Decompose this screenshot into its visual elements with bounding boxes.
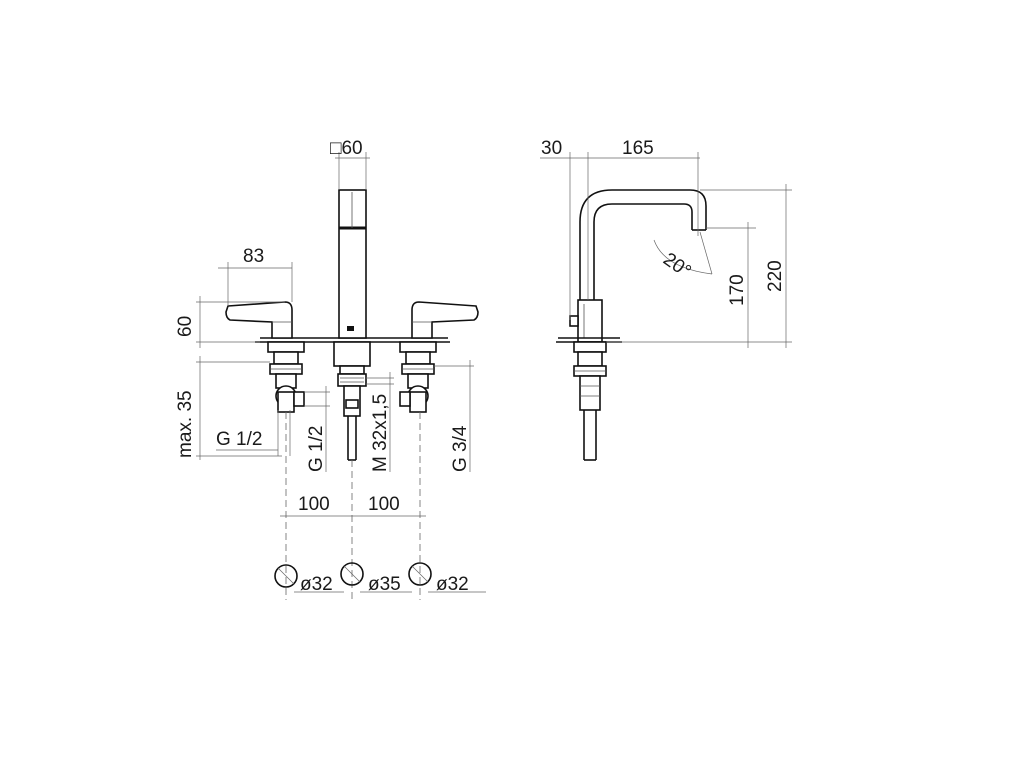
central-spout — [333, 189, 371, 461]
hole-center — [340, 562, 364, 586]
side-base — [577, 299, 603, 343]
hole-left-diameter: ø32 — [300, 574, 333, 595]
angle-dimension: 20° — [659, 249, 695, 283]
spacing-right-dimension: 100 — [368, 494, 400, 515]
hole-center-diameter: ø35 — [368, 574, 401, 595]
max-depth-dimension: max. 35 — [175, 390, 196, 458]
hole-left — [274, 564, 298, 588]
spacing-left-dimension: 100 — [298, 494, 330, 515]
thread-center-left-label: G 1/2 — [306, 426, 327, 472]
hole-right — [408, 562, 432, 586]
right-handle-valve — [399, 301, 479, 413]
side-view: 30 165 20° 170 220 — [540, 138, 792, 461]
spout-outer — [579, 189, 707, 300]
offset-dimension: 30 — [541, 138, 562, 159]
thread-right-label: G 3/4 — [450, 425, 471, 472]
thread-center-label: M 32x1,5 — [370, 394, 391, 472]
hole-right-diameter: ø32 — [436, 574, 469, 595]
thread-left-label: G 1/2 — [216, 429, 262, 450]
reach-dimension: 165 — [622, 138, 654, 159]
left-handle-valve — [225, 301, 305, 413]
front-view: □60 83 60 max. 35 G 1/2 G 1/2 M 32x1,5 — [175, 138, 486, 600]
outlet-height-dimension: 170 — [727, 274, 748, 306]
spout-inner — [593, 203, 693, 300]
angle-arc — [653, 239, 713, 275]
handle-height-dimension: 60 — [175, 316, 196, 337]
total-height-dimension: 220 — [765, 260, 786, 292]
handle-width-dimension: 83 — [243, 246, 264, 267]
spout-square-dimension: □60 — [330, 138, 363, 159]
lever — [569, 315, 579, 327]
